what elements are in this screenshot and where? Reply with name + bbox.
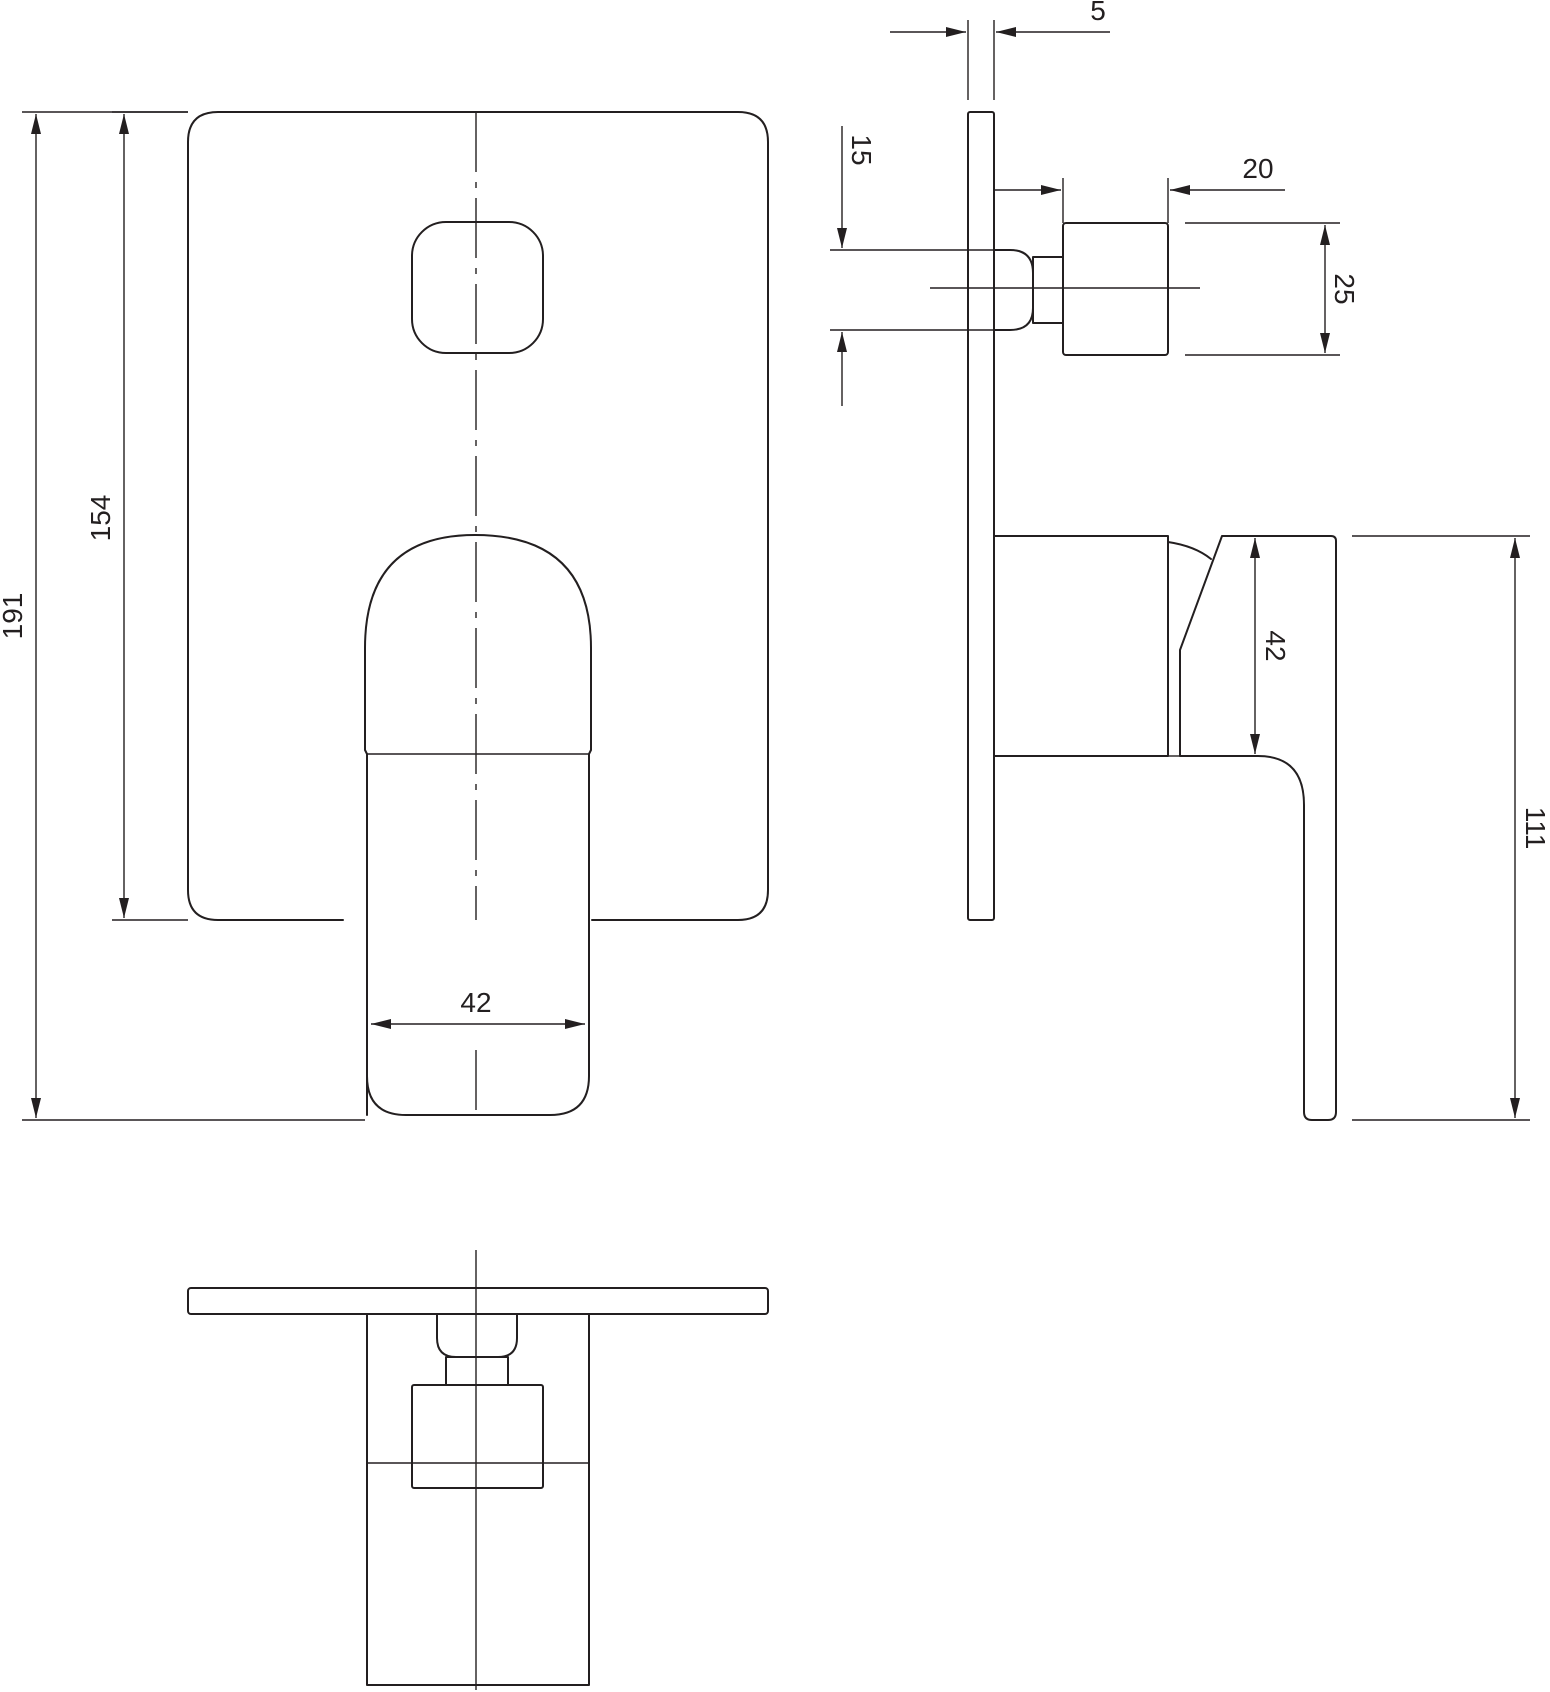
side-handle-cap — [1167, 541, 1212, 560]
front-cover-plate — [187, 111, 769, 921]
top-handle-body — [366, 1313, 590, 1686]
dim-plate-height: 154 — [85, 111, 188, 921]
front-handle — [364, 534, 592, 1116]
dim-handle-width-front: 42 — [371, 987, 585, 1029]
side-handle-body — [993, 535, 1169, 757]
side-diverter-knob — [1062, 222, 1169, 356]
side-handle-bevel — [1179, 535, 1337, 1121]
side-cover-plate — [967, 111, 995, 921]
dim-total-height-label: 191 — [0, 593, 28, 640]
side-diverter-stem — [993, 249, 1034, 331]
dim-knob-height-label: 25 — [1329, 273, 1360, 304]
dim-lever-height: 111 — [1352, 535, 1550, 1121]
front-handle-bottom-edge — [366, 975, 590, 1076]
dim-handle-width-front-label: 42 — [460, 987, 491, 1018]
front-view — [187, 111, 769, 1116]
dim-plate-height-label: 154 — [85, 495, 116, 542]
top-cover-plate — [187, 1287, 769, 1315]
side-view — [930, 111, 1337, 1121]
front-diverter-knob — [411, 221, 544, 354]
top-diverter-stem — [436, 1313, 518, 1358]
dim-plate-thickness: 5 — [890, 0, 1110, 100]
dim-knob-height: 25 — [1185, 222, 1360, 356]
top-diverter-knob — [411, 1384, 544, 1489]
dim-total-height: 191 — [0, 111, 365, 1121]
dim-projection-15-label: 15 — [846, 134, 877, 165]
dim-projection-15: 15 — [830, 126, 1010, 406]
side-diverter-neck — [1032, 256, 1064, 324]
dim-lever-height-label: 111 — [1520, 807, 1550, 850]
top-view — [187, 1250, 769, 1690]
dim-knob-depth: 20 — [994, 153, 1285, 223]
dim-plate-thickness-label: 5 — [1090, 0, 1106, 26]
top-diverter-neck — [445, 1356, 509, 1386]
dim-handle-height-side: 42 — [1250, 538, 1291, 754]
dim-handle-height-side-label: 42 — [1260, 630, 1291, 661]
dim-knob-depth-label: 20 — [1242, 153, 1273, 184]
